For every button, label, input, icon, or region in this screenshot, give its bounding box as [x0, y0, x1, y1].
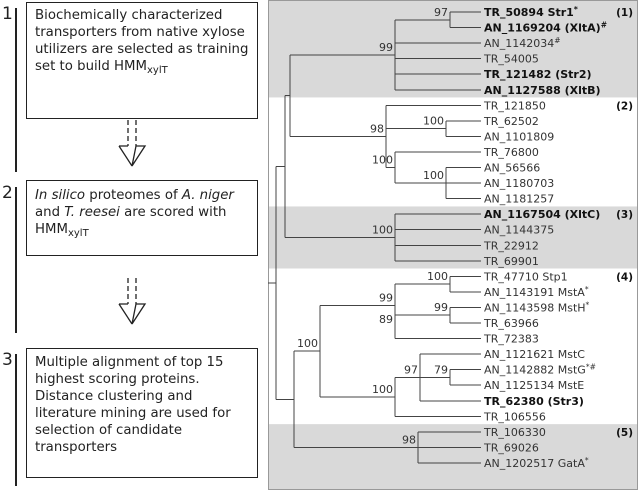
- step-1-box: Biochemically characterized transporters…: [26, 2, 258, 119]
- step-2-text-c: are scored with HMM: [35, 205, 227, 237]
- bootstrap-value: 97: [434, 6, 448, 19]
- step-2-bracket: [15, 187, 17, 333]
- bootstrap-value: 99: [379, 292, 393, 305]
- step-2-italic-b: A. niger: [181, 188, 234, 203]
- tip-label: AN_1143191 MstA*: [484, 285, 589, 299]
- tip-label: TR_62380 (Str3): [484, 395, 584, 408]
- bootstrap-value: 100: [427, 270, 448, 283]
- bootstrap-value: 100: [372, 383, 393, 396]
- step-2-italic-c: T. reesei: [64, 205, 120, 220]
- tip-label: TR_106330: [483, 426, 546, 439]
- bootstrap-value: 97: [404, 363, 418, 376]
- tip-label: TR_50894 Str1*: [484, 5, 578, 19]
- tip-label: TR_47710 Stp1: [483, 270, 568, 283]
- bootstrap-value: 100: [423, 115, 444, 128]
- step-2-italic-a: In silico: [35, 188, 86, 203]
- phylogenetic-tree: 979910010010098100100998999799710010098T…: [268, 0, 638, 490]
- tip-label: TR_69901: [483, 255, 539, 268]
- step-1-number: 1: [2, 4, 13, 24]
- clade-label: (3): [616, 209, 633, 221]
- tip-label: AN_1143598 MstH*: [484, 300, 590, 314]
- tip-label: AN_1142882 MstG*#: [484, 363, 596, 377]
- tip-label: AN_1121621 MstC: [484, 348, 585, 361]
- bootstrap-value: 89: [379, 313, 393, 326]
- bootstrap-value: 98: [370, 122, 384, 135]
- tip-label: AN_1101809: [484, 130, 554, 143]
- tip-label: AN_1142034#: [484, 36, 561, 50]
- down-arrow-icon: [118, 278, 147, 325]
- tip-label: AN_1144375: [484, 224, 554, 237]
- tip-label: TR_62502: [483, 115, 539, 128]
- step-2-number: 2: [2, 183, 13, 203]
- tip-label: AN_1181257: [484, 193, 554, 206]
- bootstrap-value: 79: [434, 363, 448, 376]
- bootstrap-value: 98: [402, 433, 416, 446]
- tip-label: TR_76800: [483, 146, 539, 159]
- tip-label: AN_56566: [484, 162, 540, 175]
- bootstrap-value: 99: [379, 41, 393, 54]
- step-2-box: In silico proteomes of A. niger and T. r…: [26, 180, 258, 256]
- step-2-subscript: xylT: [67, 228, 89, 239]
- clade-band: [268, 268, 638, 424]
- bootstrap-value: 100: [372, 154, 393, 167]
- clade-label: (4): [616, 271, 633, 283]
- bootstrap-value: 100: [297, 337, 318, 350]
- clade-label: (1): [616, 7, 633, 19]
- tip-label: AN_1180703: [484, 177, 554, 190]
- tip-label: AN_1125134 MstE: [484, 379, 584, 392]
- step-1-text: Biochemically characterized transporters…: [35, 8, 249, 74]
- clade-band: [268, 0, 638, 98]
- step-3-box: Multiple alignment of top 15 highest sco…: [26, 348, 258, 478]
- tip-label: AN_1127588 (XltB): [484, 84, 601, 97]
- clade-label: (5): [616, 427, 633, 439]
- tip-label: TR_63966: [483, 317, 539, 330]
- bootstrap-value: 100: [372, 223, 393, 236]
- tip-label: AN_1167504 (XltC): [484, 208, 600, 221]
- tip-label: TR_121482 (Str2): [484, 68, 592, 81]
- tip-label: TR_22912: [483, 239, 539, 252]
- step-1-subscript: xylT: [147, 65, 168, 76]
- step-1-bracket: [15, 8, 17, 172]
- tip-label: TR_72383: [483, 333, 539, 346]
- step-3-number: 3: [2, 350, 13, 370]
- down-arrow-icon: [118, 120, 147, 167]
- step-2-text-a: proteomes of: [85, 188, 182, 203]
- tip-label: AN_1202517 GatA*: [484, 456, 589, 470]
- tip-label: TR_106556: [483, 410, 546, 423]
- bootstrap-value: 99: [434, 301, 448, 314]
- clade-label: (2): [616, 100, 633, 112]
- tip-label: TR_54005: [483, 53, 539, 66]
- tip-label: TR_121850: [483, 99, 546, 112]
- clade-band: [268, 424, 638, 490]
- step-3-text: Multiple alignment of top 15 highest sco…: [35, 355, 231, 455]
- bootstrap-value: 100: [423, 169, 444, 182]
- step-2-text-b: and: [35, 205, 65, 220]
- tip-label: TR_69026: [483, 441, 539, 454]
- tip-label: AN_1169204 (XltA)#: [484, 21, 607, 35]
- step-3-bracket: [15, 354, 17, 486]
